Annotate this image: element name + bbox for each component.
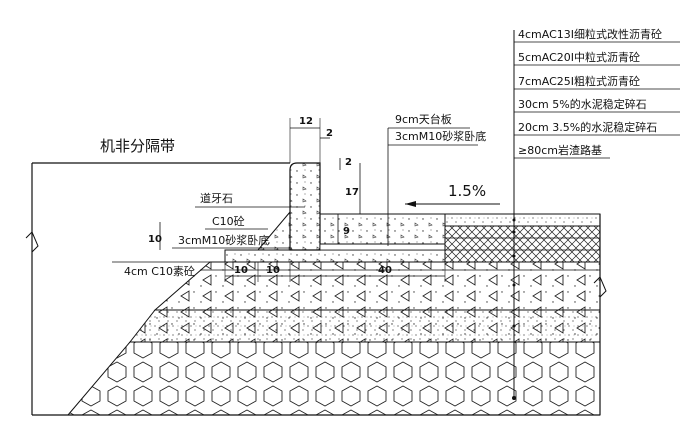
legend-layer-3: 7cmAC25Ⅰ粗粒式沥青砼: [518, 74, 640, 88]
dim-40: 40: [378, 265, 392, 276]
slab-label: 9cm天台板: [395, 112, 452, 126]
dim-17: 17: [345, 187, 359, 198]
asphalt-layer-1: [444, 213, 601, 227]
mortar-left-label: 3cmM10砂浆卧底: [178, 233, 269, 247]
dim-2a: 2: [326, 128, 333, 139]
dim-2b: 2: [345, 157, 352, 168]
base-layer-20-tri: [130, 310, 600, 342]
mortar-bed: [319, 243, 446, 251]
legend-layer-4: 30cm 5%的水泥稳定碎石: [518, 97, 647, 111]
legend-layer-6: ≥80cm岩渣路基: [518, 143, 602, 157]
slope-arrow-head: [405, 201, 416, 207]
dim-10v: 10: [148, 234, 162, 245]
dim-10a: 10: [234, 265, 248, 276]
dim-12: 12: [299, 116, 313, 127]
legend-layer-2: 5cmAC20Ⅰ中粒式沥青砼: [518, 50, 640, 64]
legend-ticks: [512, 218, 516, 400]
mortar-right-label: 3cmM10砂浆卧底: [395, 129, 486, 143]
slab: [319, 213, 446, 245]
subgrade-layer: [66, 341, 601, 416]
left-break-mark: [25, 231, 39, 253]
slope-label: 1.5%: [448, 182, 486, 200]
legend-underlines: [514, 41, 680, 159]
right-break-mark: [593, 276, 607, 298]
dim-10b: 10: [266, 265, 280, 276]
c10-base: [224, 249, 446, 263]
curb-label: 道牙石: [200, 191, 233, 205]
curb-stone: [289, 162, 321, 251]
legend-layer-1: 4cmAC13Ⅰ细粒式改性沥青砼: [518, 27, 662, 41]
legend-layer-5: 20cm 3.5%的水泥稳定碎石: [518, 120, 657, 134]
asphalt-layer-2: [444, 225, 601, 263]
c10-base-label: 4cm C10素砼: [124, 265, 195, 278]
diagram-title: 机非分隔带: [100, 137, 175, 155]
dim-9: 9: [343, 226, 350, 237]
c10-label: C10砼: [212, 215, 245, 228]
